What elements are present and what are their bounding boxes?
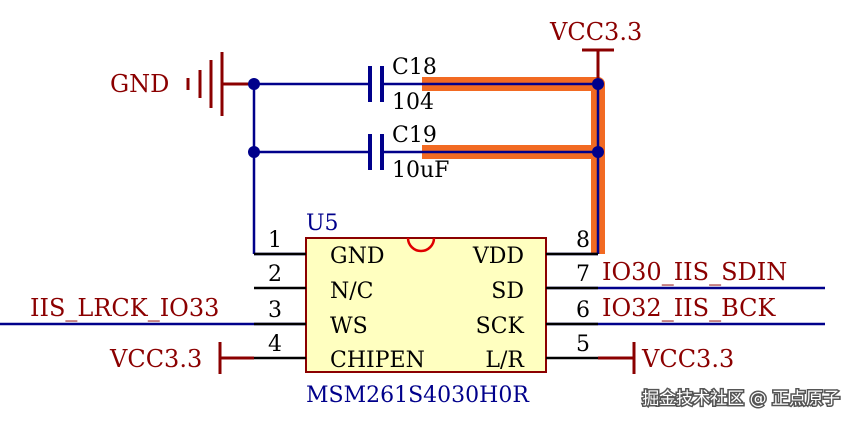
ic-left-pins (254, 252, 306, 360)
watermark: 掘金技术社区 @ 正点原子 (642, 389, 840, 409)
pin-5-number: 5 (576, 332, 590, 357)
vcc-left-symbol (218, 342, 254, 374)
ic-right-pins (546, 252, 598, 360)
pin-5-name: L/R (485, 348, 525, 373)
c18-ref: C18 (392, 55, 437, 80)
vcc-left-label: VCC3.3 (109, 345, 202, 373)
vcc-right-label: VCC3.3 (641, 345, 734, 373)
pin-2-name: N/C (330, 279, 374, 304)
pin-6-name: SCK (476, 314, 525, 339)
pin-3-name: WS (330, 314, 368, 339)
pin-4-name: CHIPEN (330, 348, 425, 373)
pin-7-name: SD (491, 279, 524, 304)
net-iis-sdin-label: IO30_IIS_SDIN (602, 258, 787, 286)
net-iis-bck-label: IO32_IIS_BCK (602, 294, 777, 322)
ic-part: MSM261S4030H0R (306, 383, 530, 408)
pin-4-number: 4 (268, 332, 282, 357)
c19-ref: C19 (392, 123, 437, 148)
ic-ref: U5 (306, 211, 339, 236)
vcc-right-symbol (598, 342, 636, 374)
pin-1-name: GND (330, 244, 384, 269)
c19-value: 10uF (392, 158, 449, 183)
pin-6-number: 6 (576, 298, 590, 323)
vcc-top-symbol (582, 48, 614, 78)
c18-value: 104 (392, 90, 434, 115)
gnd-symbol (186, 52, 254, 116)
vcc-top-label: VCC3.3 (549, 18, 642, 46)
capacitor-c18 (362, 66, 422, 102)
ic-body (305, 237, 547, 373)
pin-8-number: 8 (576, 228, 590, 253)
pin-2-number: 2 (268, 262, 282, 287)
net-iis-lrck-label: IIS_LRCK_IO33 (30, 294, 219, 322)
gnd-label: GND (110, 70, 169, 98)
pin-7-number: 7 (576, 262, 590, 287)
ic-notch (406, 237, 436, 253)
junctions (248, 78, 604, 158)
pin-1-number: 1 (268, 228, 282, 253)
pin-3-number: 3 (268, 298, 282, 323)
pin-8-name: VDD (472, 244, 524, 269)
capacitor-c19 (362, 134, 422, 170)
